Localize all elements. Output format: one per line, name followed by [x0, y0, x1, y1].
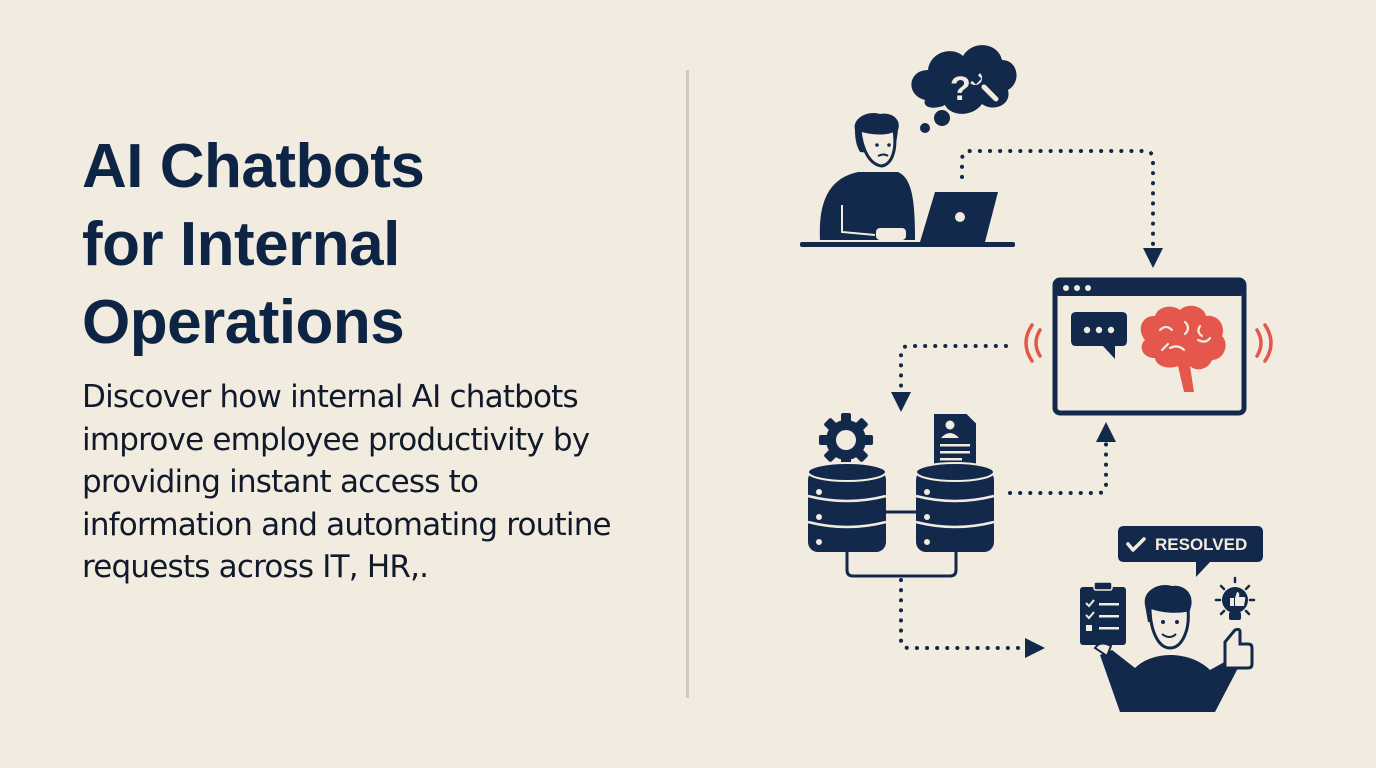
gear-icon — [819, 413, 873, 467]
wrench-icon — [970, 73, 999, 102]
description-line-2: improve employee productivity by — [82, 421, 590, 458]
signal-waves-icon — [1024, 323, 1273, 363]
knowledge-databases — [807, 412, 995, 578]
brain-icon — [1140, 305, 1226, 392]
page-title: AI Chatbots for Internal Operations — [82, 128, 425, 362]
chat-bubble-icon — [1071, 312, 1127, 359]
title-line-3: Operations — [82, 288, 405, 357]
description-line-3: providing instant access to — [82, 464, 479, 500]
lightbulb-thumbs-up-icon — [1214, 576, 1256, 620]
description-line-4: information and automating routine — [82, 506, 612, 543]
thought-bubble-icon: ? — [911, 45, 1017, 133]
document-profile-icon — [932, 412, 978, 468]
arrow-databases-to-employee — [899, 578, 1045, 658]
person-icon — [819, 112, 915, 240]
thumbs-up-icon — [1223, 627, 1254, 670]
person-icon — [1093, 584, 1238, 712]
clipboard-checklist-icon — [1080, 581, 1126, 645]
description-line-1: Discover how internal AI chatbots — [82, 379, 579, 415]
checkmark-icon — [1126, 537, 1146, 552]
vertical-divider — [686, 70, 689, 698]
arrow-chatbot-to-databases — [891, 344, 1008, 412]
database-icon — [915, 462, 995, 552]
badge-label: RESOLVED — [1155, 535, 1247, 554]
database-connector — [845, 510, 958, 578]
database-icon — [807, 462, 887, 552]
happy-employee: RESOLVED — [1080, 526, 1263, 712]
title-line-1: AI Chatbots — [82, 132, 425, 201]
confused-employee: ? — [800, 45, 1017, 247]
resolved-badge: RESOLVED — [1118, 526, 1263, 577]
chatbot-window — [1024, 277, 1273, 416]
title-line-2: for Internal — [82, 210, 400, 279]
arrow-employee-to-chatbot — [960, 149, 1163, 268]
laptop-icon — [800, 192, 1015, 247]
question-mark-icon: ? — [950, 70, 971, 108]
description: Discover how internal AI chatbots improv… — [82, 376, 642, 589]
description-line-5: requests across IT, HR,. — [82, 549, 429, 585]
desk-line — [800, 242, 1015, 247]
arrow-databases-to-chatbot — [1008, 422, 1116, 495]
